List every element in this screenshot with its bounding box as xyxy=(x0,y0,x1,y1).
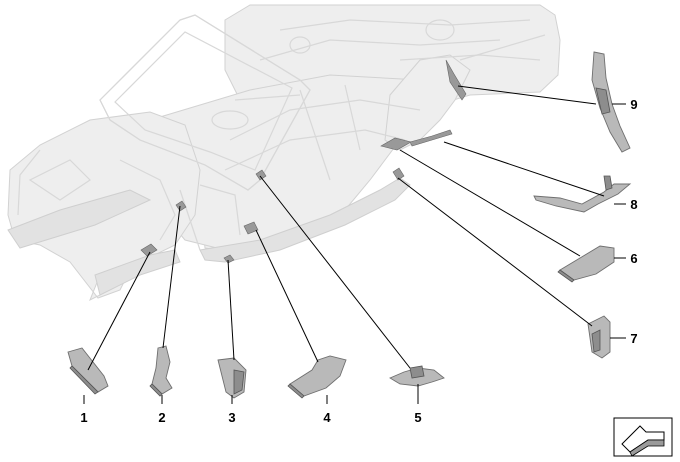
callout-4: 4 xyxy=(323,410,331,425)
car-body-shell xyxy=(7,4,561,302)
part-7-bracket xyxy=(587,315,611,359)
leader-6-body xyxy=(399,149,581,257)
callout-8: 8 xyxy=(630,197,637,212)
part-6-bracket xyxy=(557,245,615,283)
leader-4-body xyxy=(255,229,319,363)
leader-8-body xyxy=(443,141,605,197)
callout-6: 6 xyxy=(630,251,637,266)
callout-7: 7 xyxy=(630,331,637,346)
part-2-bracket xyxy=(149,345,173,397)
part-9-bracket xyxy=(591,51,631,153)
leader-5-body xyxy=(259,175,411,369)
leader-lines xyxy=(83,85,626,404)
leader-2-body xyxy=(162,205,181,349)
callout-1: 1 xyxy=(80,410,87,425)
callout-9: 9 xyxy=(630,97,637,112)
leader-1-body xyxy=(87,251,151,371)
part-8-bracket xyxy=(533,175,632,213)
part-3-bracket xyxy=(217,357,247,399)
callout-numbers: 1 2 3 4 5 6 7 8 9 xyxy=(80,97,637,425)
leader-3-body xyxy=(227,259,235,361)
car-orientation-arrow-icon xyxy=(613,417,673,457)
part-location-markers xyxy=(140,59,467,264)
part-4-bracket xyxy=(287,355,347,399)
callout-3: 3 xyxy=(228,410,235,425)
part-1-bracket xyxy=(67,347,109,395)
callout-2: 2 xyxy=(158,410,165,425)
leader-7-body xyxy=(397,177,593,327)
callout-5: 5 xyxy=(414,410,421,425)
leader-9-body xyxy=(457,85,597,105)
part-5-bracket xyxy=(389,365,445,387)
